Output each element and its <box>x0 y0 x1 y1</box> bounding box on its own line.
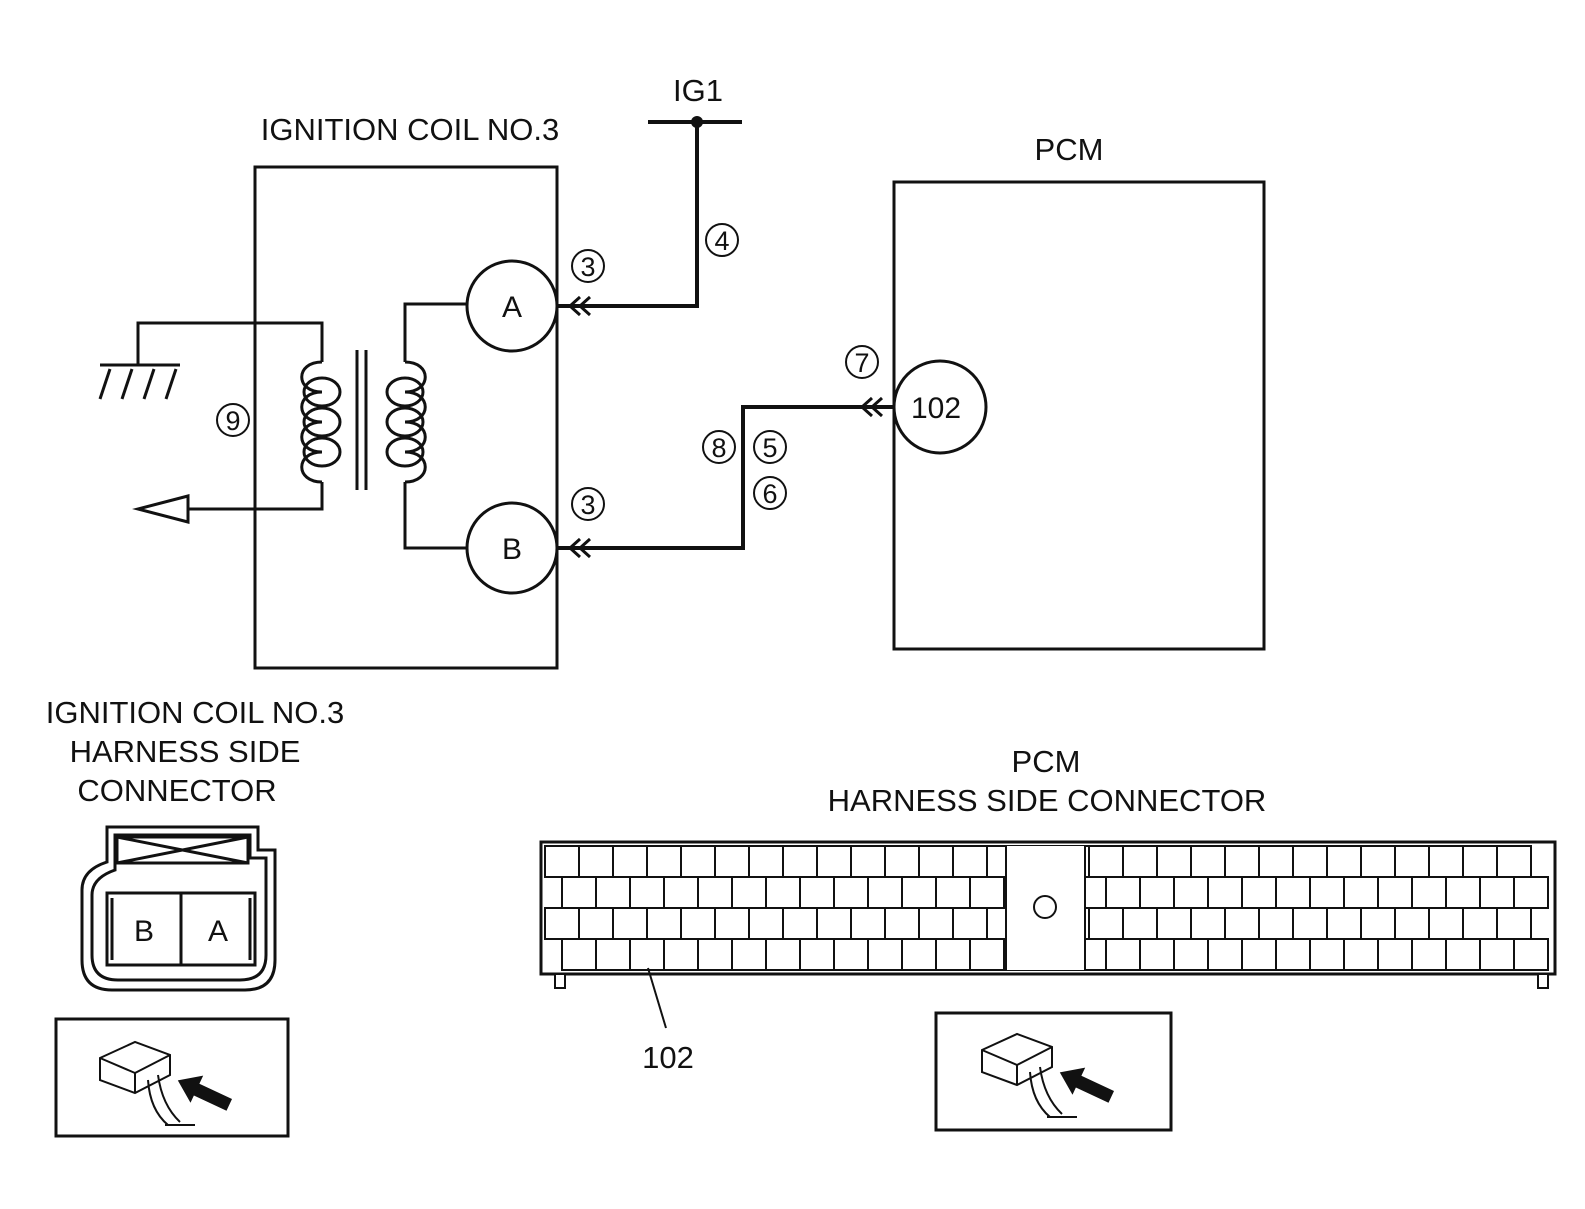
svg-text:9: 9 <box>225 406 240 436</box>
signal-wire <box>557 405 894 550</box>
spark-output-arrow-icon <box>132 494 190 524</box>
coil-connector-pin-a: A <box>208 915 228 948</box>
terminal-a-lead <box>403 302 468 362</box>
step-marker-7: 7 <box>845 345 879 379</box>
svg-text:3: 3 <box>580 252 595 282</box>
pcm-harness-connector <box>539 840 1557 989</box>
step-marker-5: 5 <box>753 430 787 464</box>
ig1-wire <box>557 122 699 308</box>
primary-winding <box>300 360 342 484</box>
pcm-double-arrow-icon <box>859 396 884 418</box>
coil-connector-title-line3: CONNECTOR <box>77 773 276 808</box>
step-marker-3-b: 3 <box>571 487 605 521</box>
step-marker-6: 6 <box>753 476 787 510</box>
svg-text:5: 5 <box>762 433 777 463</box>
pin-102-callout-line <box>647 967 667 1029</box>
connector-a-double-arrow-icon <box>567 295 592 317</box>
terminal-b-lead <box>403 482 468 550</box>
svg-text:8: 8 <box>711 433 726 463</box>
back-probe-icon <box>934 1011 1173 1132</box>
step-marker-9: 9 <box>216 403 250 437</box>
coil-connector-title-line1: IGNITION COIL NO.3 <box>46 695 345 730</box>
coil-connector-pin-b: B <box>134 915 154 948</box>
spark-output-lead <box>188 482 324 511</box>
svg-text:6: 6 <box>762 479 777 509</box>
secondary-winding <box>385 360 427 484</box>
ignition-coil-box <box>253 165 559 670</box>
iron-core <box>355 350 368 490</box>
ground-lead <box>136 321 324 365</box>
pcm-terminal-cell <box>1513 938 1549 971</box>
svg-text:7: 7 <box>854 348 869 378</box>
back-probe-icon <box>54 1017 290 1138</box>
svg-text:3: 3 <box>580 490 595 520</box>
connector-b-double-arrow-icon <box>567 537 592 559</box>
step-marker-8: 8 <box>702 430 736 464</box>
coil-title: IGNITION COIL NO.3 <box>261 112 560 147</box>
pcm-connector-title-line2: HARNESS SIDE CONNECTOR <box>828 783 1267 818</box>
pcm-terminal-102-label: 102 <box>911 392 961 425</box>
svg-text:4: 4 <box>714 226 729 256</box>
ig1-label: IG1 <box>673 73 723 108</box>
pcm-connector-title-line1: PCM <box>1012 744 1081 779</box>
coil-terminal-b-label: B <box>502 533 522 566</box>
coil-connector-title-line2: HARNESS SIDE <box>70 734 301 769</box>
pcm-title: PCM <box>1035 132 1104 167</box>
coil-terminal-a-label: A <box>502 291 522 324</box>
ground-icon <box>98 363 180 400</box>
step-marker-3-a: 3 <box>571 249 605 283</box>
pin-102-callout: 102 <box>642 1040 694 1075</box>
coil-harness-connector <box>80 825 277 992</box>
step-marker-4: 4 <box>705 223 739 257</box>
